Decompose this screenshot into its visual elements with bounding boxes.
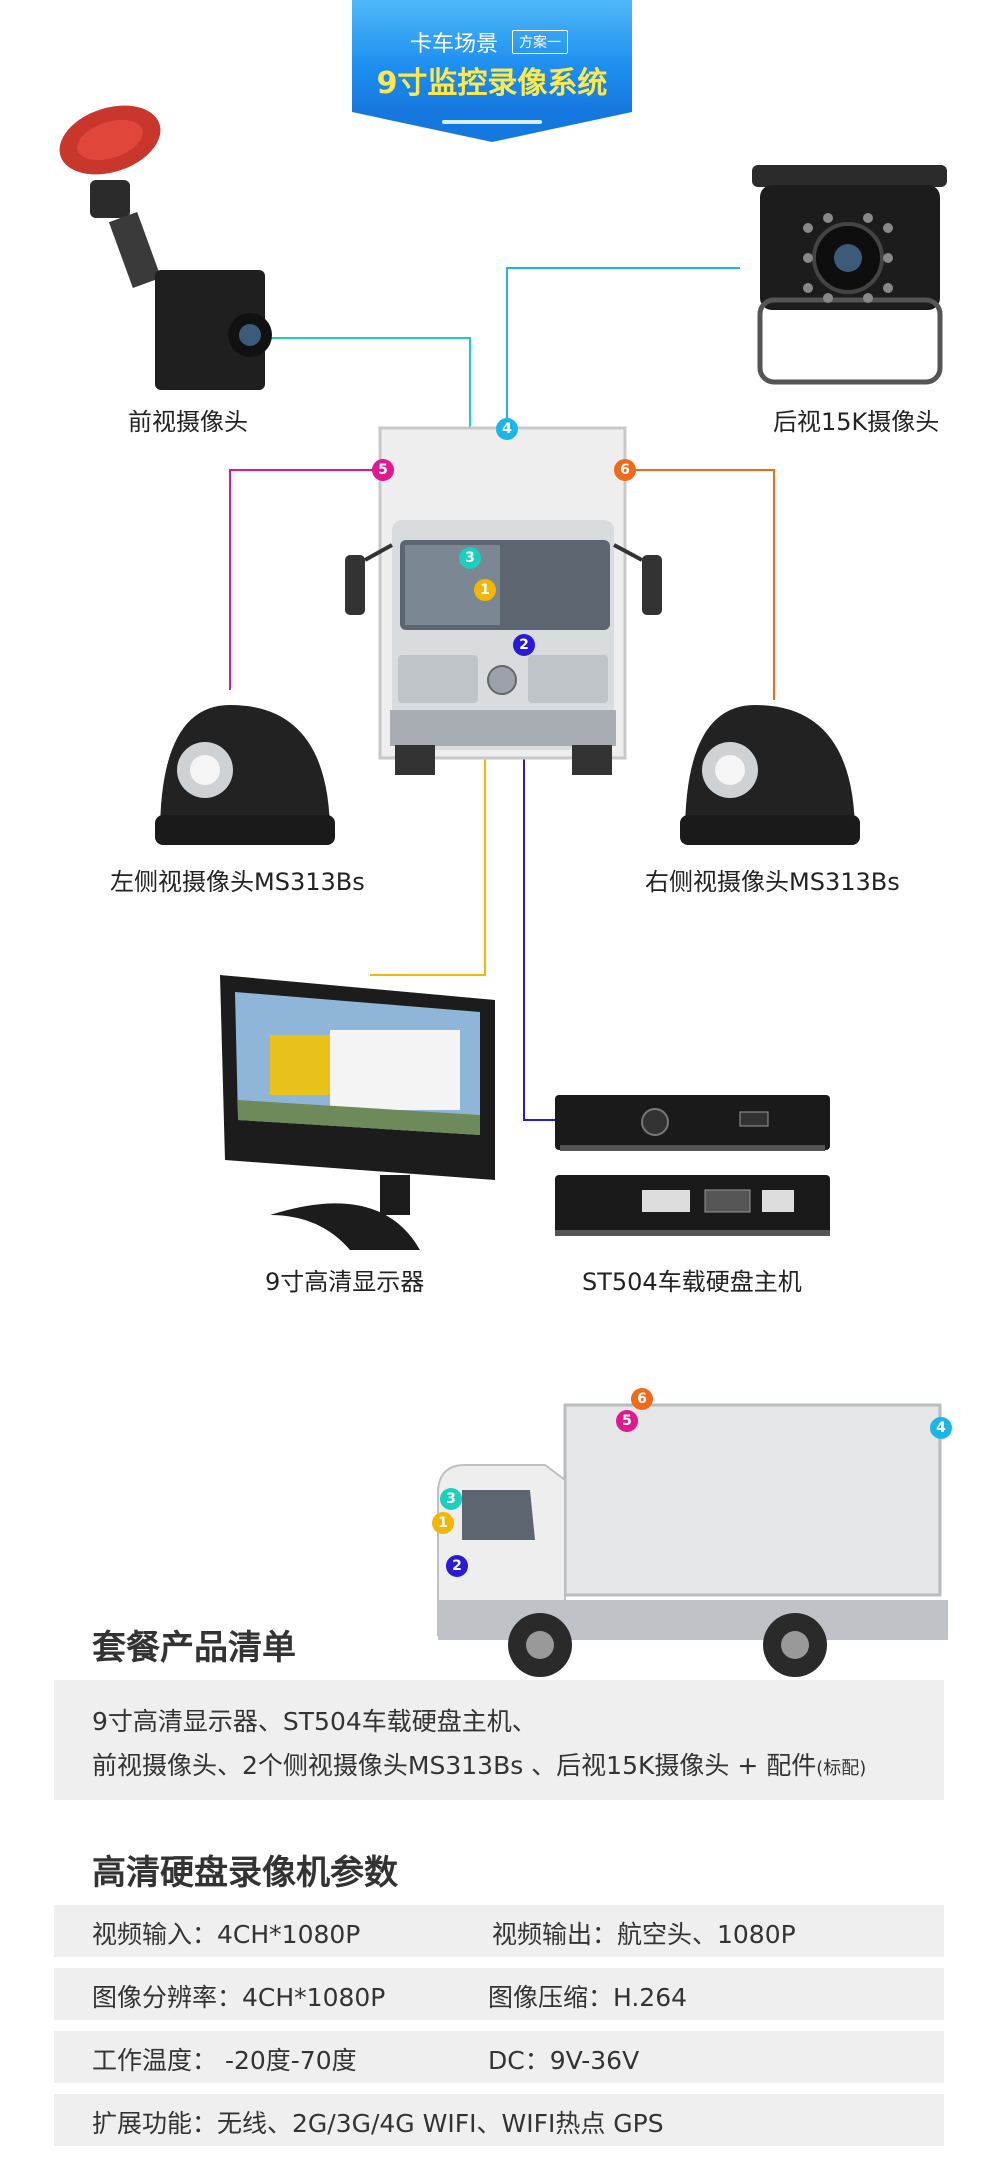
monitor-illustration — [220, 975, 495, 1250]
host-front-illustration — [555, 1095, 830, 1151]
param-video-output: 视频输出：航空头、1080P — [492, 1920, 796, 1949]
params-row-3: 工作温度： -20度-70度 DC：9V-36V — [54, 2031, 944, 2083]
badge-3: 3 — [459, 547, 481, 569]
side-badge-5: 5 — [616, 1410, 638, 1432]
connector-5 — [229, 469, 383, 690]
side-badge-3: 3 — [440, 1488, 462, 1510]
host-back-illustration — [555, 1175, 830, 1236]
system-diagram — [59, 105, 948, 1677]
connector-4 — [506, 267, 740, 430]
param-video-input: 视频输入：4CH*1080P — [92, 1920, 361, 1949]
package-line-1: 9寸高清显示器、ST504车载硬盘主机、 — [92, 1707, 537, 1736]
param-extension: 扩展功能：无线、2G/3G/4G WIFI、WIFI热点 GPS — [92, 2109, 664, 2138]
right-camera-illustration — [680, 705, 860, 845]
header-banner: 卡车场景 方案一 9寸监控录像系统 — [352, 0, 632, 150]
badge-4: 4 — [496, 418, 518, 440]
side-badge-6: 6 — [631, 1388, 653, 1410]
badge-1: 1 — [474, 579, 496, 601]
connector-6 — [625, 469, 775, 700]
banner-title: 9寸监控录像系统 — [376, 66, 608, 101]
package-line-2-text: 前视摄像头、2个侧视摄像头MS313Bs 、后视15K摄像头 + 配件 — [92, 1751, 817, 1780]
side-badge-2: 2 — [446, 1555, 468, 1577]
params-row-4: 扩展功能：无线、2G/3G/4G WIFI、WIFI热点 GPS — [54, 2094, 944, 2146]
banner-plan-tag: 方案一 — [512, 30, 568, 54]
badge-2: 2 — [513, 634, 535, 656]
param-compression: 图像压缩：H.264 — [488, 1983, 688, 2012]
front-camera-illustration — [59, 105, 272, 390]
banner-pointer — [352, 112, 632, 142]
params-title: 高清硬盘录像机参数 — [92, 1853, 398, 1893]
label-host: ST504车载硬盘主机 — [582, 1268, 802, 1296]
package-line-2-note: (标配) — [816, 1758, 867, 1779]
params-row-1: 视频输入：4CH*1080P 视频输出：航空头、1080P — [54, 1905, 944, 1957]
label-rear-camera: 后视15K摄像头 — [773, 408, 940, 436]
banner-scene: 卡车场景 — [410, 32, 499, 57]
banner-background — [352, 0, 632, 112]
package-title: 套餐产品清单 — [92, 1628, 296, 1668]
label-right-camera: 右侧视摄像头MS313Bs — [645, 868, 900, 896]
package-line-2: 前视摄像头、2个侧视摄像头MS313Bs 、后视15K摄像头 + 配件(标配) — [92, 1746, 866, 1782]
rear-camera-illustration — [752, 165, 947, 385]
truck-front-illustration — [345, 426, 662, 775]
left-camera-illustration — [155, 705, 335, 845]
package-box: 9寸高清显示器、ST504车载硬盘主机、 前视摄像头、2个侧视摄像头MS313B… — [54, 1680, 944, 1800]
param-temperature: 工作温度： -20度-70度 — [92, 2046, 357, 2075]
badge-6: 6 — [614, 459, 636, 481]
truck-side-illustration — [437, 1403, 948, 1677]
side-badge-1: 1 — [432, 1512, 454, 1534]
side-badge-4: 4 — [930, 1417, 952, 1439]
label-monitor: 9寸高清显示器 — [265, 1268, 425, 1296]
params-row-2: 图像分辨率：4CH*1080P 图像压缩：H.264 — [54, 1968, 944, 2020]
label-front-camera: 前视摄像头 — [128, 408, 248, 436]
banner-underline — [442, 120, 542, 124]
label-left-camera: 左侧视摄像头MS313Bs — [110, 868, 365, 896]
badge-5: 5 — [372, 459, 394, 481]
param-dc: DC：9V-36V — [488, 2046, 640, 2075]
param-resolution: 图像分辨率：4CH*1080P — [92, 1983, 386, 2012]
